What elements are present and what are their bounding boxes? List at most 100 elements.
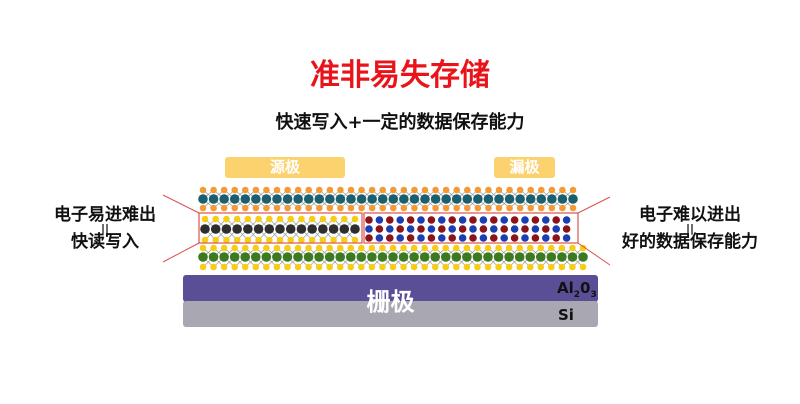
bottom-layer-mid-atom xyxy=(345,252,356,262)
top-layer-top-atom xyxy=(400,186,408,194)
right-layer-atom xyxy=(562,234,571,242)
left-layer-bottom-atom xyxy=(201,236,209,244)
bottom-layer-mid-atom xyxy=(240,252,251,262)
page-title: 准非易失存储 xyxy=(310,58,490,93)
left-callout-line-top xyxy=(162,194,200,214)
bottom-layer-top-atom xyxy=(484,244,492,252)
right-layer-atom xyxy=(531,225,540,233)
top-layer-top-atom xyxy=(569,186,577,194)
bottom-layer-bottom-atom xyxy=(495,263,502,271)
top-layer-bottom-atom xyxy=(527,204,535,212)
left-layer-mid-atom xyxy=(350,224,360,234)
top-layer-top-atom xyxy=(337,186,344,194)
bottom-layer-bottom-atom xyxy=(442,263,450,271)
bottom-layer-bottom-atom xyxy=(347,263,355,271)
bottom-layer-top-atom xyxy=(273,244,281,252)
bottom-layer-bottom-atom xyxy=(273,263,281,271)
bottom-layer-bottom-atom xyxy=(220,263,228,271)
left-layer-top-atom xyxy=(330,215,337,223)
bottom-layer-top-atom xyxy=(526,244,534,252)
bottom-layer-top-atom xyxy=(368,244,376,252)
top-layer-top-atom xyxy=(527,186,535,194)
top-layer-mid-atom xyxy=(388,194,399,204)
left-layer-bottom-atom xyxy=(223,236,230,244)
left-layer-mid-atom xyxy=(285,224,296,234)
left-layer-mid-atom xyxy=(210,224,221,234)
atom-layers xyxy=(198,186,588,271)
left-layer-mid-atom xyxy=(221,224,232,234)
al2o3-layer xyxy=(183,275,598,302)
bottom-layer-bottom-atom xyxy=(431,263,439,271)
top-layer-mid-atom xyxy=(399,194,409,204)
right-layer-atom xyxy=(448,234,457,242)
bottom-layer-bottom-atom xyxy=(537,263,545,271)
top-layer-bottom-atom xyxy=(284,204,291,212)
bottom-layer-mid-atom xyxy=(578,252,588,262)
right-layer-atom xyxy=(448,216,457,224)
right-layer-atom xyxy=(386,225,394,233)
top-layer-top-atom xyxy=(453,186,461,194)
bottom-layer-mid-atom xyxy=(324,252,335,262)
left-layer-bottom-atom xyxy=(308,236,316,244)
top-layer-top-atom xyxy=(506,186,513,194)
top-layer-top-atom xyxy=(442,186,450,194)
top-layer-top-atom xyxy=(358,186,365,194)
top-layer-bottom-atom xyxy=(506,204,513,212)
right-layer-atom xyxy=(365,225,373,233)
bottom-layer-top-atom xyxy=(558,244,566,252)
top-layer-mid-atom xyxy=(536,194,547,204)
right-note: 电子难以进出 || 好的数据保存能力 xyxy=(605,206,775,251)
right-layer-atom xyxy=(510,234,519,242)
top-layer-top-atom xyxy=(210,186,217,194)
right-layer-atom xyxy=(490,225,498,233)
top-layer-bottom-atom xyxy=(389,204,397,212)
top-layer-mid-atom xyxy=(303,194,314,204)
right-layer-atom xyxy=(510,225,519,233)
top-layer-top-atom xyxy=(231,186,239,194)
bottom-layer-top-atom xyxy=(379,244,386,252)
bottom-layer-bottom-atom xyxy=(558,263,566,271)
bottom-layer-top-atom xyxy=(326,244,333,252)
top-layer-mid-atom xyxy=(420,194,430,204)
bottom-layer-mid-atom xyxy=(493,252,504,262)
left-layer-bottom-atom xyxy=(212,236,220,244)
bottom-layer-bottom-atom xyxy=(474,263,481,271)
oxide-sub1: 2 xyxy=(573,290,581,300)
top-layer-bottom-atom xyxy=(231,204,239,212)
left-note-line2: 快读写入 xyxy=(71,232,139,252)
top-layer-top-atom xyxy=(263,186,270,194)
left-layer-mid-atom xyxy=(318,224,328,234)
top-layer-bottom-atom xyxy=(315,204,323,212)
right-layer-atom xyxy=(386,234,394,242)
top-layer-top-atom xyxy=(463,186,471,194)
top-layer-bottom-atom xyxy=(220,204,228,212)
top-layer-top-atom xyxy=(220,186,228,194)
top-layer-bottom-atom xyxy=(294,204,302,212)
top-layer-mid-atom xyxy=(346,194,356,204)
right-layer-atom xyxy=(386,216,394,224)
top-layer-top-atom xyxy=(495,186,503,194)
bottom-layer-top-atom xyxy=(505,244,513,252)
bottom-layer-mid-atom xyxy=(409,252,419,262)
bottom-layer-top-atom xyxy=(315,244,323,252)
oxide-main: Al xyxy=(557,279,574,297)
bottom-layer-bottom-atom xyxy=(389,263,397,271)
left-layer-bottom-atom xyxy=(255,236,262,244)
left-layer-mid-atom xyxy=(264,224,275,234)
bottom-layer-top-atom xyxy=(463,244,471,252)
left-layer-bottom-atom xyxy=(330,236,337,244)
bottom-layer-top-atom xyxy=(241,244,249,252)
top-layer-bottom-atom xyxy=(495,204,503,212)
right-callout-box xyxy=(363,212,579,244)
bottom-layer-mid-atom xyxy=(451,252,462,262)
top-layer-mid-atom xyxy=(515,194,525,204)
right-layer-atom xyxy=(448,225,457,233)
bottom-layer-top-atom xyxy=(210,244,217,252)
top-layer-mid-atom xyxy=(409,194,420,204)
bottom-layer-top-atom xyxy=(442,244,450,252)
left-layer-top-atom xyxy=(244,215,252,223)
top-layer-mid-atom xyxy=(240,194,251,204)
left-layer-mid-atom xyxy=(243,224,253,234)
bottom-layer-bottom-atom xyxy=(516,263,523,271)
right-layer-atom xyxy=(500,234,509,242)
